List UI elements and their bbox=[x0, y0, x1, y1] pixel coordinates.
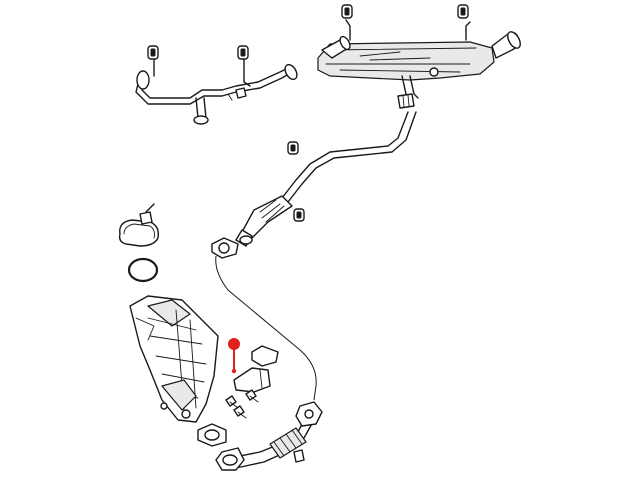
gasket bbox=[197, 423, 227, 447]
highlight-marker bbox=[228, 338, 240, 374]
bolt-1 bbox=[225, 395, 239, 409]
flex-pipe bbox=[215, 401, 323, 471]
isolator-2 bbox=[457, 4, 469, 19]
gasket-upper bbox=[211, 237, 239, 259]
bracket bbox=[233, 345, 279, 393]
catalytic-converter bbox=[129, 295, 219, 423]
resonator-pipe-assembly bbox=[135, 59, 298, 125]
isolator-1 bbox=[341, 4, 353, 19]
bolt-3 bbox=[245, 389, 259, 403]
isolator-3 bbox=[147, 45, 159, 60]
bolt-2 bbox=[233, 405, 247, 419]
isolator-5 bbox=[287, 141, 299, 155]
bolts bbox=[225, 389, 259, 419]
isolator-4 bbox=[237, 45, 249, 60]
rubber-isolators bbox=[147, 4, 469, 222]
isolator-6 bbox=[293, 208, 305, 222]
v-band-clamp bbox=[118, 203, 160, 247]
intermediate-pipe bbox=[235, 111, 417, 247]
routing-line bbox=[215, 255, 317, 401]
rear-muffler-assembly bbox=[317, 19, 521, 109]
o-ring-seal bbox=[127, 257, 159, 283]
